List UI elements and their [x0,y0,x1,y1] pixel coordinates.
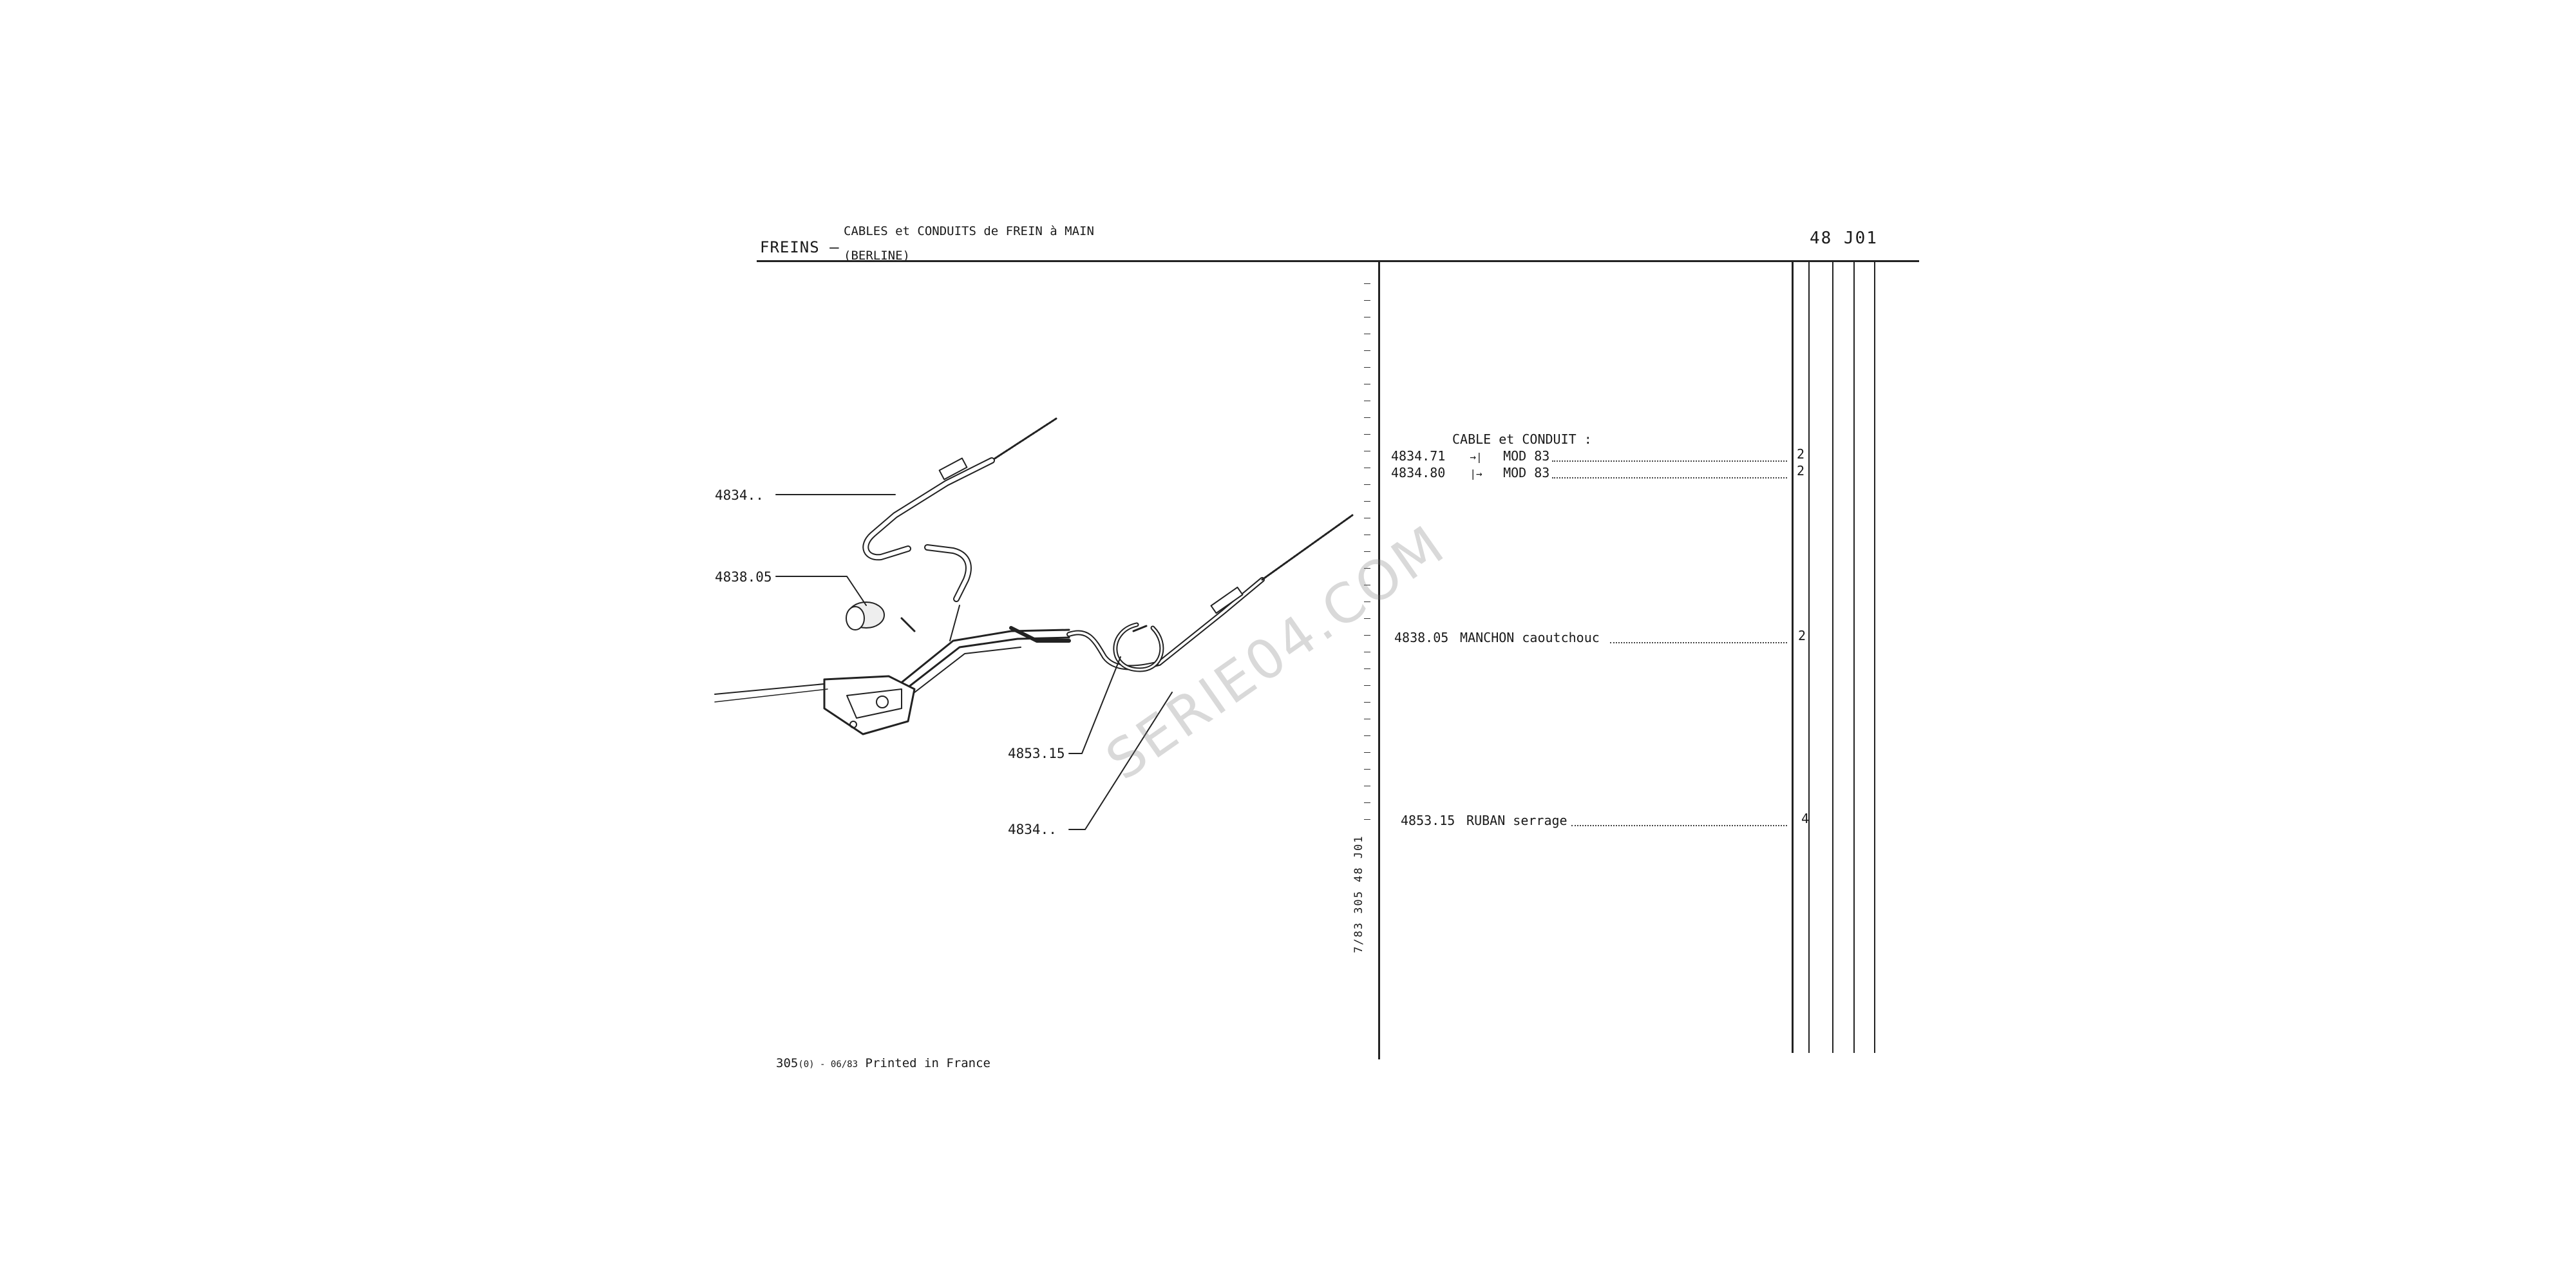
ruler-tick [1364,551,1370,552]
footer-print-info: 305(0) - 06/83 Printed in France [776,1056,990,1070]
subtitle-line-2: (BERLINE) [844,249,910,263]
part-desc: MANCHON caoutchouc [1460,630,1600,645]
rubber-sleeve [846,601,916,632]
ruler-tick [1364,434,1370,435]
part-qty: 4 [1801,811,1810,826]
leader-dots [1552,477,1787,478]
footer-main: 305 [776,1056,799,1070]
part-qty: 2 [1797,446,1805,462]
leader-dots [1571,824,1787,826]
leader-line [1068,656,1121,754]
ruler-tick [1364,819,1370,820]
ruler-tick [1364,702,1370,703]
upper-cable [862,417,1057,602]
mounting-bracket [714,675,916,735]
ruler-tick [1364,601,1370,602]
ruler-tick [1364,501,1370,502]
list-item: 4853.15 RUBAN serrage [1401,813,1567,828]
header-rule [757,260,1919,262]
part-desc: RUBAN serrage [1466,813,1567,828]
footer-date: (0) - 06/83 [798,1059,858,1070]
ruler-tick [1364,300,1370,301]
part-desc: MOD 83 [1503,448,1550,464]
page-code: 48 J01 [1810,229,1878,248]
ruler-tick [1364,283,1370,284]
divider-main [1378,261,1380,1059]
callout-label: 4853.15 [1008,746,1065,761]
list-item: 4838.05 MANCHON caoutchouc [1394,630,1600,645]
ruler-tick [1364,635,1370,636]
ruler-tick [1364,484,1370,485]
parts-list-title: CABLE et CONDUIT : [1452,431,1592,447]
part-qty: 2 [1797,463,1805,478]
footer-tail: Printed in France [865,1056,990,1070]
qty-column-line-4 [1853,261,1855,1053]
ruler-tick [1364,752,1370,753]
part-ref: 4834.80 [1391,465,1446,480]
callout-label: 4834.. [1008,822,1057,837]
clamp-strap [1113,622,1164,672]
bar-arrow-right-icon: |→ [1470,468,1482,480]
ruler-tick [1364,618,1370,619]
callout-label: 4834.. [715,488,764,503]
list-item: 4834.80 |→ MOD 83 [1391,465,1549,480]
qty-column-line-3 [1832,261,1833,1053]
part-ref: 4838.05 [1394,630,1449,645]
leader-dots [1610,641,1787,643]
brake-cable-diagram [714,417,1354,830]
subtitle-line-1: CABLES et CONDUITS de FREIN à MAIN [844,224,1094,238]
ruler-tick [1364,350,1370,351]
leader-line [1068,692,1173,830]
ruler-tick [1364,802,1370,803]
qty-column-line-2 [1808,261,1810,1053]
qty-column-line-1 [1792,261,1794,1053]
ruler-tick [1364,668,1370,669]
arrow-right-bar-icon: →| [1470,451,1482,463]
leader-dots [1552,460,1787,462]
part-ref: 4853.15 [1401,813,1455,828]
callout-label: 4838.05 [715,569,772,585]
ruler-tick [1364,685,1370,686]
ruler-tick [1364,367,1370,368]
ruler-tick [1364,735,1370,736]
part-ref: 4834.71 [1391,448,1446,464]
leader-line [775,576,867,606]
section-title: FREINS – [760,238,840,256]
part-qty: 2 [1798,628,1806,643]
list-item: 4834.71 →| MOD 83 [1391,448,1549,464]
qty-column-line-5 [1874,261,1875,1053]
ruler-tick [1364,568,1370,569]
ruler-tick [1364,417,1370,418]
part-desc: MOD 83 [1503,465,1550,480]
ruler-tick [1364,769,1370,770]
